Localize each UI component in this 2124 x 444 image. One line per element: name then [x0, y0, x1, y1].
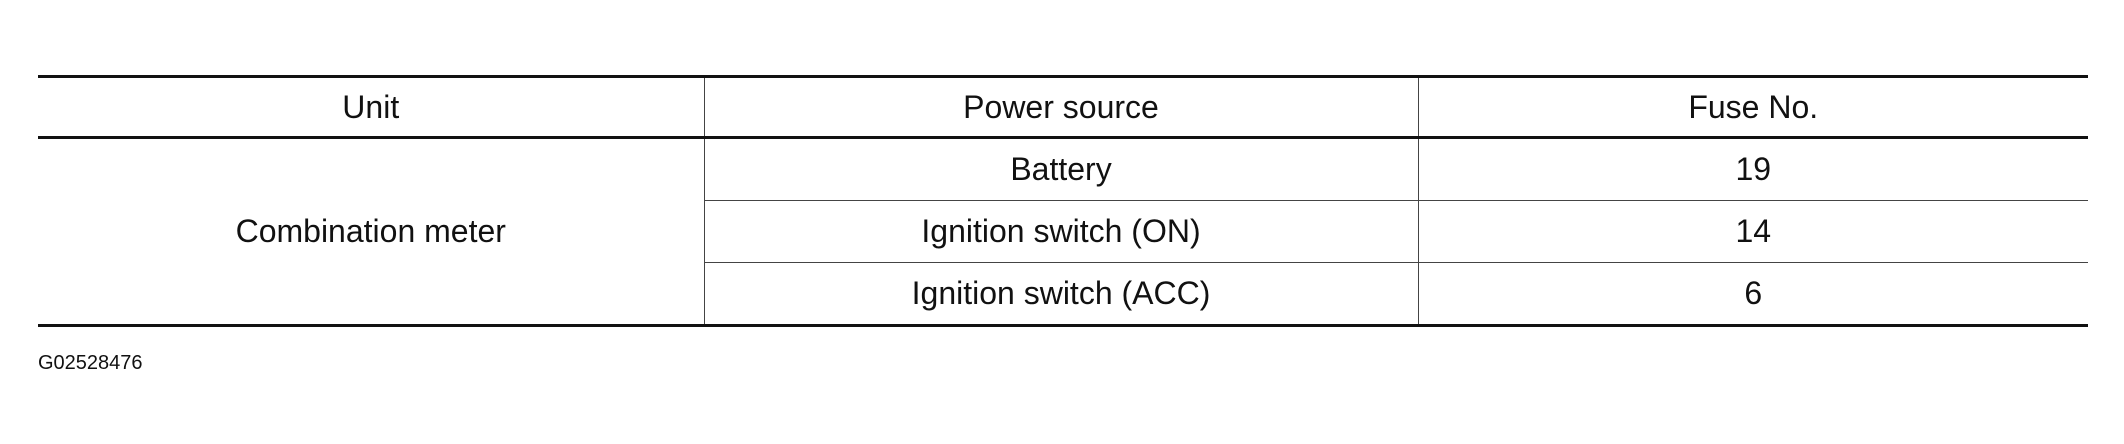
- figure-id: G02528476: [38, 352, 143, 374]
- header-power-source: Power source: [703, 75, 1418, 139]
- fuse-no-cell: 14: [1417, 200, 2088, 263]
- table-row: Ignition switch (ACC) 6: [38, 262, 2088, 327]
- table-row: Combination meter Battery 19: [38, 137, 2088, 327]
- table-header: Unit Power source Fuse No.: [38, 75, 2088, 139]
- fuse-no-cell: 19: [1417, 137, 2088, 201]
- table-row: Ignition switch (ON) 14: [38, 200, 2088, 263]
- table-body: Combination meter Battery 19 Ignition sw…: [38, 137, 2088, 327]
- header-unit: Unit: [38, 75, 704, 139]
- fuse-no-cell: 6: [1417, 262, 2088, 327]
- header-fuse-no: Fuse No.: [1417, 75, 2088, 139]
- power-source-cell: Ignition switch (ACC): [703, 262, 1418, 327]
- header-row: Unit Power source Fuse No.: [38, 75, 2088, 139]
- unit-cell: Combination meter: [38, 137, 704, 327]
- power-source-cell: Ignition switch (ON): [703, 200, 1418, 263]
- fuse-table: Unit Power source Fuse No. Combination m…: [38, 75, 2088, 327]
- power-source-cell: Battery: [703, 137, 1418, 201]
